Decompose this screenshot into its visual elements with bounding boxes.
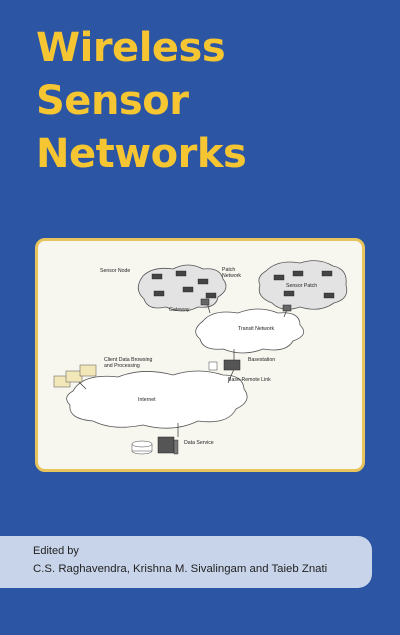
network-diagram: Sensor Node Patch Network Sensor Patch G…	[35, 238, 365, 472]
editor-names: C.S. Raghavendra, Krishna M. Sivalingam …	[33, 563, 328, 575]
label-patch-network: Patch Network	[222, 267, 242, 279]
label-basestation: Basestation	[248, 357, 276, 363]
credits-panel	[0, 536, 372, 588]
title-line-1: Wireless	[36, 25, 226, 71]
label-gateway: Gateway	[169, 307, 190, 313]
label-transit-network: Transit Network	[238, 326, 275, 332]
gateway-icon	[200, 298, 210, 306]
label-sensor-node: Sensor Node	[100, 268, 131, 274]
label-base-remote-link: Base-Remote Link	[228, 377, 271, 383]
transit-network-cloud	[195, 308, 305, 354]
basestation-box-icon	[208, 361, 218, 371]
edited-by-label: Edited by	[33, 545, 79, 557]
client-windows-icon	[53, 364, 97, 388]
book-title: Wireless Sensor Networks	[36, 22, 247, 181]
gateway-right-icon	[282, 304, 292, 312]
title-line-3: Networks	[36, 131, 247, 177]
network-diagram-drawing	[53, 260, 348, 455]
sensor-nodes-right	[273, 270, 335, 299]
server-icon	[157, 436, 175, 454]
title-line-2: Sensor	[36, 78, 189, 124]
label-internet: Internet	[138, 397, 156, 403]
label-client: Client Data Browsing and Processing	[104, 357, 153, 369]
internet-cloud	[66, 370, 248, 429]
basestation-icon	[223, 359, 241, 371]
label-sensor-patch: Sensor Patch	[286, 283, 318, 289]
sensor-nodes-left	[151, 270, 217, 299]
label-data-service: Data Service	[184, 440, 214, 446]
